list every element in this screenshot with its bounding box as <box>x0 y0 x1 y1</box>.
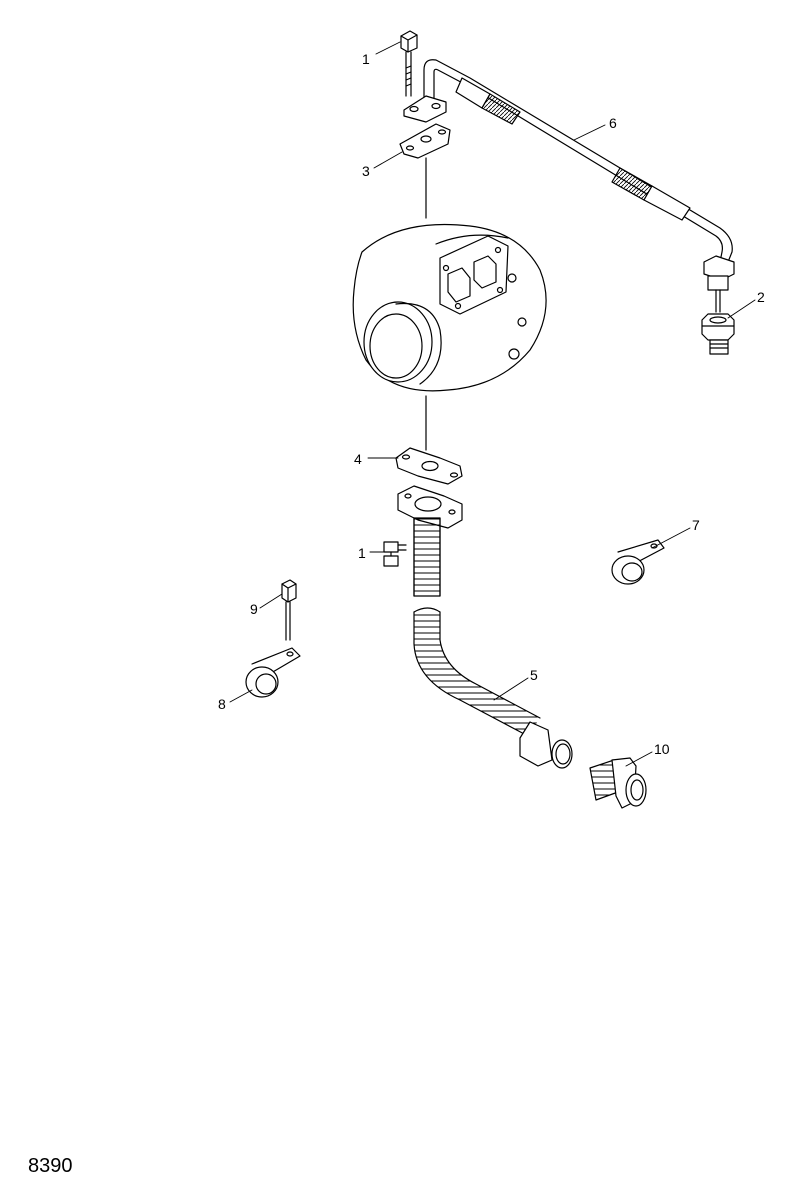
callout-4: 4 <box>354 451 362 467</box>
oil-feed-pipe <box>403 59 735 313</box>
gasket-lower <box>395 447 463 485</box>
callout-9: 9 <box>250 601 258 617</box>
callout-1-lower: 1 <box>358 545 366 561</box>
clamp-left <box>245 647 301 698</box>
callout-6: 6 <box>609 115 617 131</box>
bolt-clamp <box>281 579 297 641</box>
bolt-top <box>400 30 418 97</box>
clamp-right <box>611 539 665 585</box>
nipple-fitting <box>589 757 647 809</box>
bolt-lower <box>383 541 407 567</box>
callout-10: 10 <box>654 741 670 757</box>
callout-8: 8 <box>218 696 226 712</box>
callout-3: 3 <box>362 163 370 179</box>
gasket-upper <box>399 123 451 159</box>
figure-number: 8390 <box>28 1155 73 1177</box>
drain-hose <box>413 607 573 769</box>
callout-1-upper: 1 <box>362 51 370 67</box>
drain-tube-upper <box>397 485 463 597</box>
turbocharger <box>352 223 547 392</box>
adapter-fitting <box>701 313 735 355</box>
leader-lines <box>229 41 756 767</box>
callout-2: 2 <box>757 289 765 305</box>
callout-5: 5 <box>530 667 538 683</box>
callout-7: 7 <box>692 517 700 533</box>
